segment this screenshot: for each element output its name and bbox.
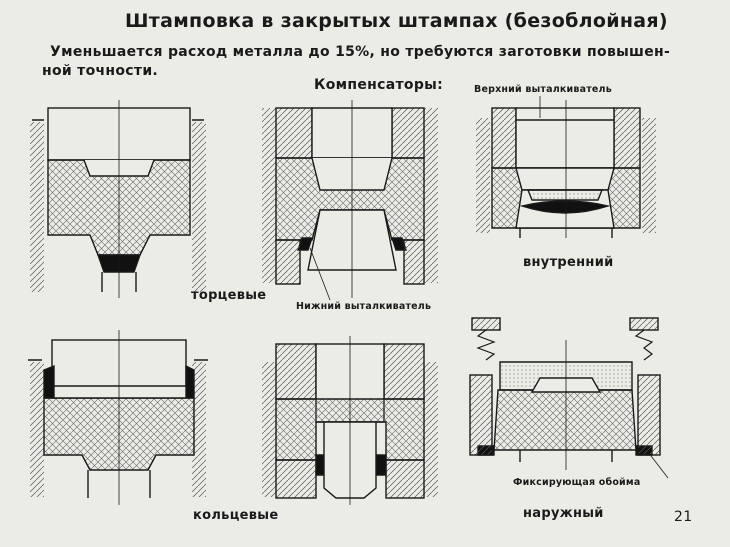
- label-lower-ejector: Нижний выталкиватель: [296, 301, 432, 312]
- fig-inner-compensator: [476, 100, 656, 238]
- fig-center-bottom: [262, 336, 438, 505]
- fig-lower-ejector: [262, 100, 438, 298]
- fig-outer-compensator: [469, 317, 669, 479]
- slide-title: Штамповка в закрытых штампах (безоблойна…: [125, 10, 668, 32]
- intro-line-1: Уменьшается расход металла до 15%, но тр…: [50, 44, 671, 60]
- label-fixing-holder: Фиксирующая обойма: [513, 477, 641, 488]
- page-number: 21: [674, 509, 693, 525]
- label-outer: наружный: [523, 506, 604, 521]
- intro-line-2: ной точности.: [42, 63, 159, 79]
- compensators-heading: Компенсаторы:: [314, 77, 444, 93]
- label-face: торцевые: [191, 288, 267, 303]
- label-upper-ejector: Верхний выталкиватель: [474, 84, 612, 95]
- fig-ring-compensator: [28, 330, 208, 505]
- leader-lines: [309, 96, 541, 301]
- label-ring: кольцевые: [193, 508, 279, 523]
- label-inner: внутренний: [523, 255, 614, 270]
- fig-face-compensator: [30, 100, 206, 298]
